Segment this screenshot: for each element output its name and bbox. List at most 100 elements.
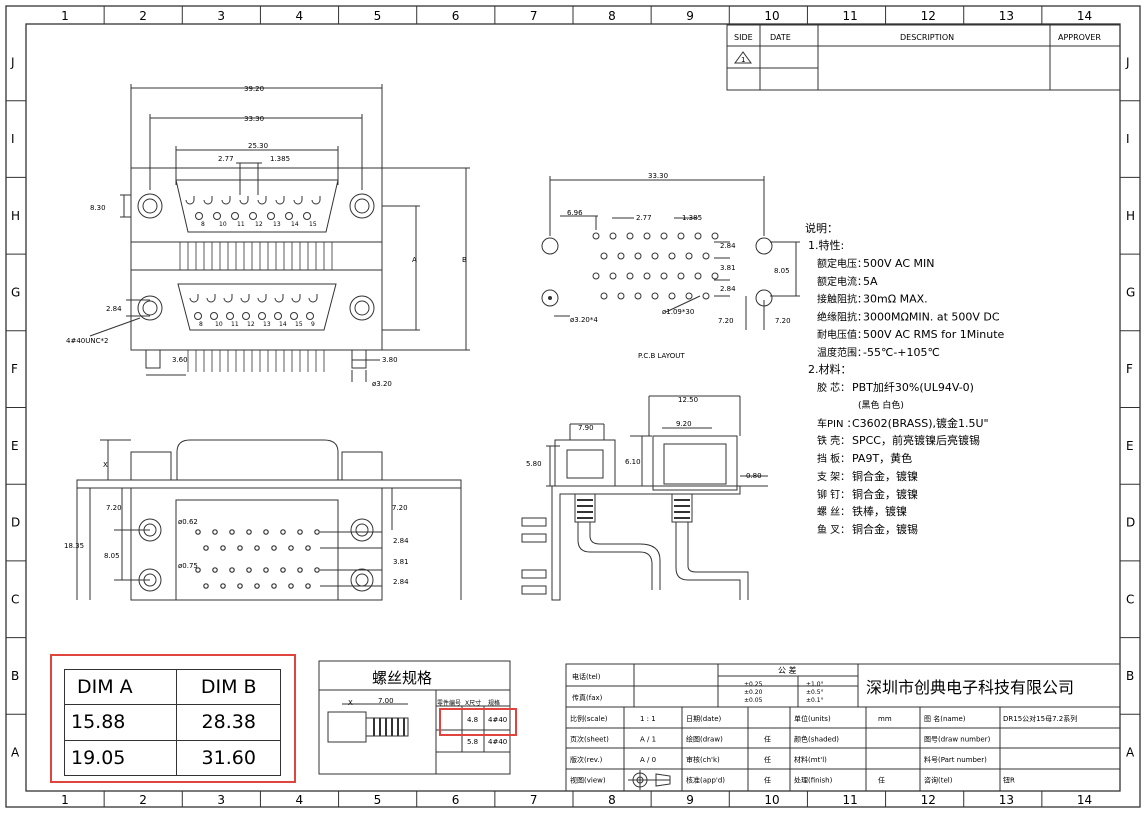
note-label: 额定电流： xyxy=(817,275,867,288)
note-value: -55℃-+105℃ xyxy=(863,346,940,359)
side-dim-920: 9.20 xyxy=(676,420,692,428)
pcb-dim-284b: 2.84 xyxy=(720,285,736,293)
tb-company: 深圳市创典电子科技有限公司 xyxy=(866,678,1074,697)
tb-cell: 视图(view) xyxy=(570,776,606,785)
note-value: (黑色 白色) xyxy=(858,399,904,411)
tb-cell: A / 0 xyxy=(640,756,656,764)
front-top-pin-label: 14 xyxy=(291,221,299,228)
dim-b-value: 31.60 xyxy=(176,739,281,777)
front-bottom-pin-label: 8 xyxy=(199,321,203,328)
col-number-top: 13 xyxy=(999,9,1014,23)
tb-cell: 颜色(shaded) xyxy=(794,735,839,744)
col-number-top: 10 xyxy=(764,9,779,23)
screw-title: 螺丝规格 xyxy=(372,669,432,687)
tb-fax: 传真(fax) xyxy=(572,693,603,702)
front-top-pin-label: 12 xyxy=(255,221,263,228)
screw-row1-spec: 4#40 xyxy=(488,716,507,724)
col-number-top: 8 xyxy=(608,9,616,23)
screw-x-label: X xyxy=(348,699,353,707)
note-label: 耐电压值： xyxy=(817,328,867,341)
tol-angular: ±0.5° xyxy=(806,689,824,696)
rev-header-side: SIDE xyxy=(734,33,753,42)
row-letter-right: H xyxy=(1126,209,1135,223)
notes-section-1: 1.特性: xyxy=(808,238,844,252)
tb-cell: 审核(ch'k) xyxy=(686,755,720,764)
screw-header-part: 零件编号 xyxy=(437,699,461,707)
col-number-bottom: 13 xyxy=(999,793,1014,807)
screw-row2-x: 5.8 xyxy=(467,738,478,746)
tb-cell: 版次(rev.) xyxy=(570,755,603,764)
tol-linear: ±0.20 xyxy=(744,689,763,696)
bottom-dim-075: ø0.75 xyxy=(178,562,198,570)
front-dim-a: A xyxy=(412,256,417,264)
front-bottom-pin-label: 15 xyxy=(295,321,303,328)
revision-table xyxy=(726,24,1121,91)
front-bottom-pin-label: 12 xyxy=(247,321,255,328)
row-letter-right: G xyxy=(1126,285,1135,299)
pcb-dim-284a: 2.84 xyxy=(720,242,736,250)
tol-linear: ±0.25 xyxy=(744,681,763,688)
note-value: PA9T，黄色 xyxy=(852,451,912,465)
note-value: 铜合金，镀镍 xyxy=(852,487,918,501)
tb-cell: 钮R xyxy=(1003,776,1015,785)
row-letter-right: B xyxy=(1126,669,1134,683)
col-number-bottom: 4 xyxy=(296,793,304,807)
col-number-bottom: 2 xyxy=(139,793,147,807)
pcb-dim-33: 33.30 xyxy=(648,172,668,180)
row-letter-left: J xyxy=(10,55,15,69)
front-top-pin-label: 10 xyxy=(219,221,227,228)
row-letter-left: A xyxy=(11,746,20,760)
bottom-dim-720b: 7.20 xyxy=(392,504,408,512)
dim-table-row: 19.05 31.60 xyxy=(63,739,281,777)
front-dim-284: 2.84 xyxy=(106,305,122,313)
notes-title: 说明： xyxy=(805,221,838,235)
note-label: 挡 板： xyxy=(817,452,850,465)
tb-tel: 电话(tel) xyxy=(572,672,601,681)
tol-angular: ±1.0° xyxy=(806,681,824,688)
col-number-bottom: 1 xyxy=(61,793,69,807)
tb-cell: 单位(units) xyxy=(794,714,831,723)
tb-tolerance-title: 公 差 xyxy=(778,665,797,675)
side-view xyxy=(521,395,768,601)
note-label: 鱼 叉： xyxy=(817,523,850,536)
tb-cell: 材料(mt'l) xyxy=(794,755,827,764)
front-dim-277: 2.77 xyxy=(218,155,234,163)
note-label: 胶 芯： xyxy=(817,381,850,394)
col-number-top: 11 xyxy=(843,9,858,23)
col-number-bottom: 14 xyxy=(1077,793,1092,807)
pcb-hole-320: ø3.20*4 xyxy=(570,316,598,324)
front-bottom-pin-label: 13 xyxy=(263,321,271,328)
bottom-dim-284a: 2.84 xyxy=(393,537,409,545)
pcb-layout xyxy=(549,176,800,330)
pcb-hole-109: ø1.09*30 xyxy=(662,308,694,316)
front-dim-360: 3.60 xyxy=(172,356,188,364)
col-number-bottom: 5 xyxy=(374,793,382,807)
dim-table-header: DIM A DIM B xyxy=(63,668,281,706)
col-number-bottom: 8 xyxy=(608,793,616,807)
side-dim-080: 0.80 xyxy=(746,472,762,480)
side-dim-580: 5.80 xyxy=(526,460,542,468)
note-value: SPCC，前亮镀镍后亮镀锡 xyxy=(852,433,980,447)
pcb-mount-holes xyxy=(541,237,773,307)
note-value: 铜合金，镀锡 xyxy=(852,522,918,536)
col-number-bottom: 3 xyxy=(217,793,225,807)
bottom-view xyxy=(76,439,462,601)
col-number-bottom: 11 xyxy=(843,793,858,807)
screw-len: 7.00 xyxy=(378,697,394,705)
front-dim-33: 33.30 xyxy=(244,115,264,123)
tb-cell: 1 : 1 xyxy=(640,715,656,723)
note-label: 支 架： xyxy=(817,471,850,483)
front-dim-b: B xyxy=(462,256,467,264)
rev-header-date: DATE xyxy=(770,33,791,42)
tb-cell: 页次(sheet) xyxy=(570,735,609,744)
row-letter-right: I xyxy=(1126,132,1130,146)
note-label: 车PIN ： xyxy=(817,417,857,430)
rev-side-number: 1 xyxy=(741,56,745,64)
pcb-dim-805: 8.05 xyxy=(774,267,790,275)
note-value: 铜合金，镀镍 xyxy=(852,469,918,483)
bottom-dim-805: 8.05 xyxy=(104,552,120,560)
pcb-dim-381: 3.81 xyxy=(720,264,736,272)
row-letter-right: C xyxy=(1126,592,1134,606)
